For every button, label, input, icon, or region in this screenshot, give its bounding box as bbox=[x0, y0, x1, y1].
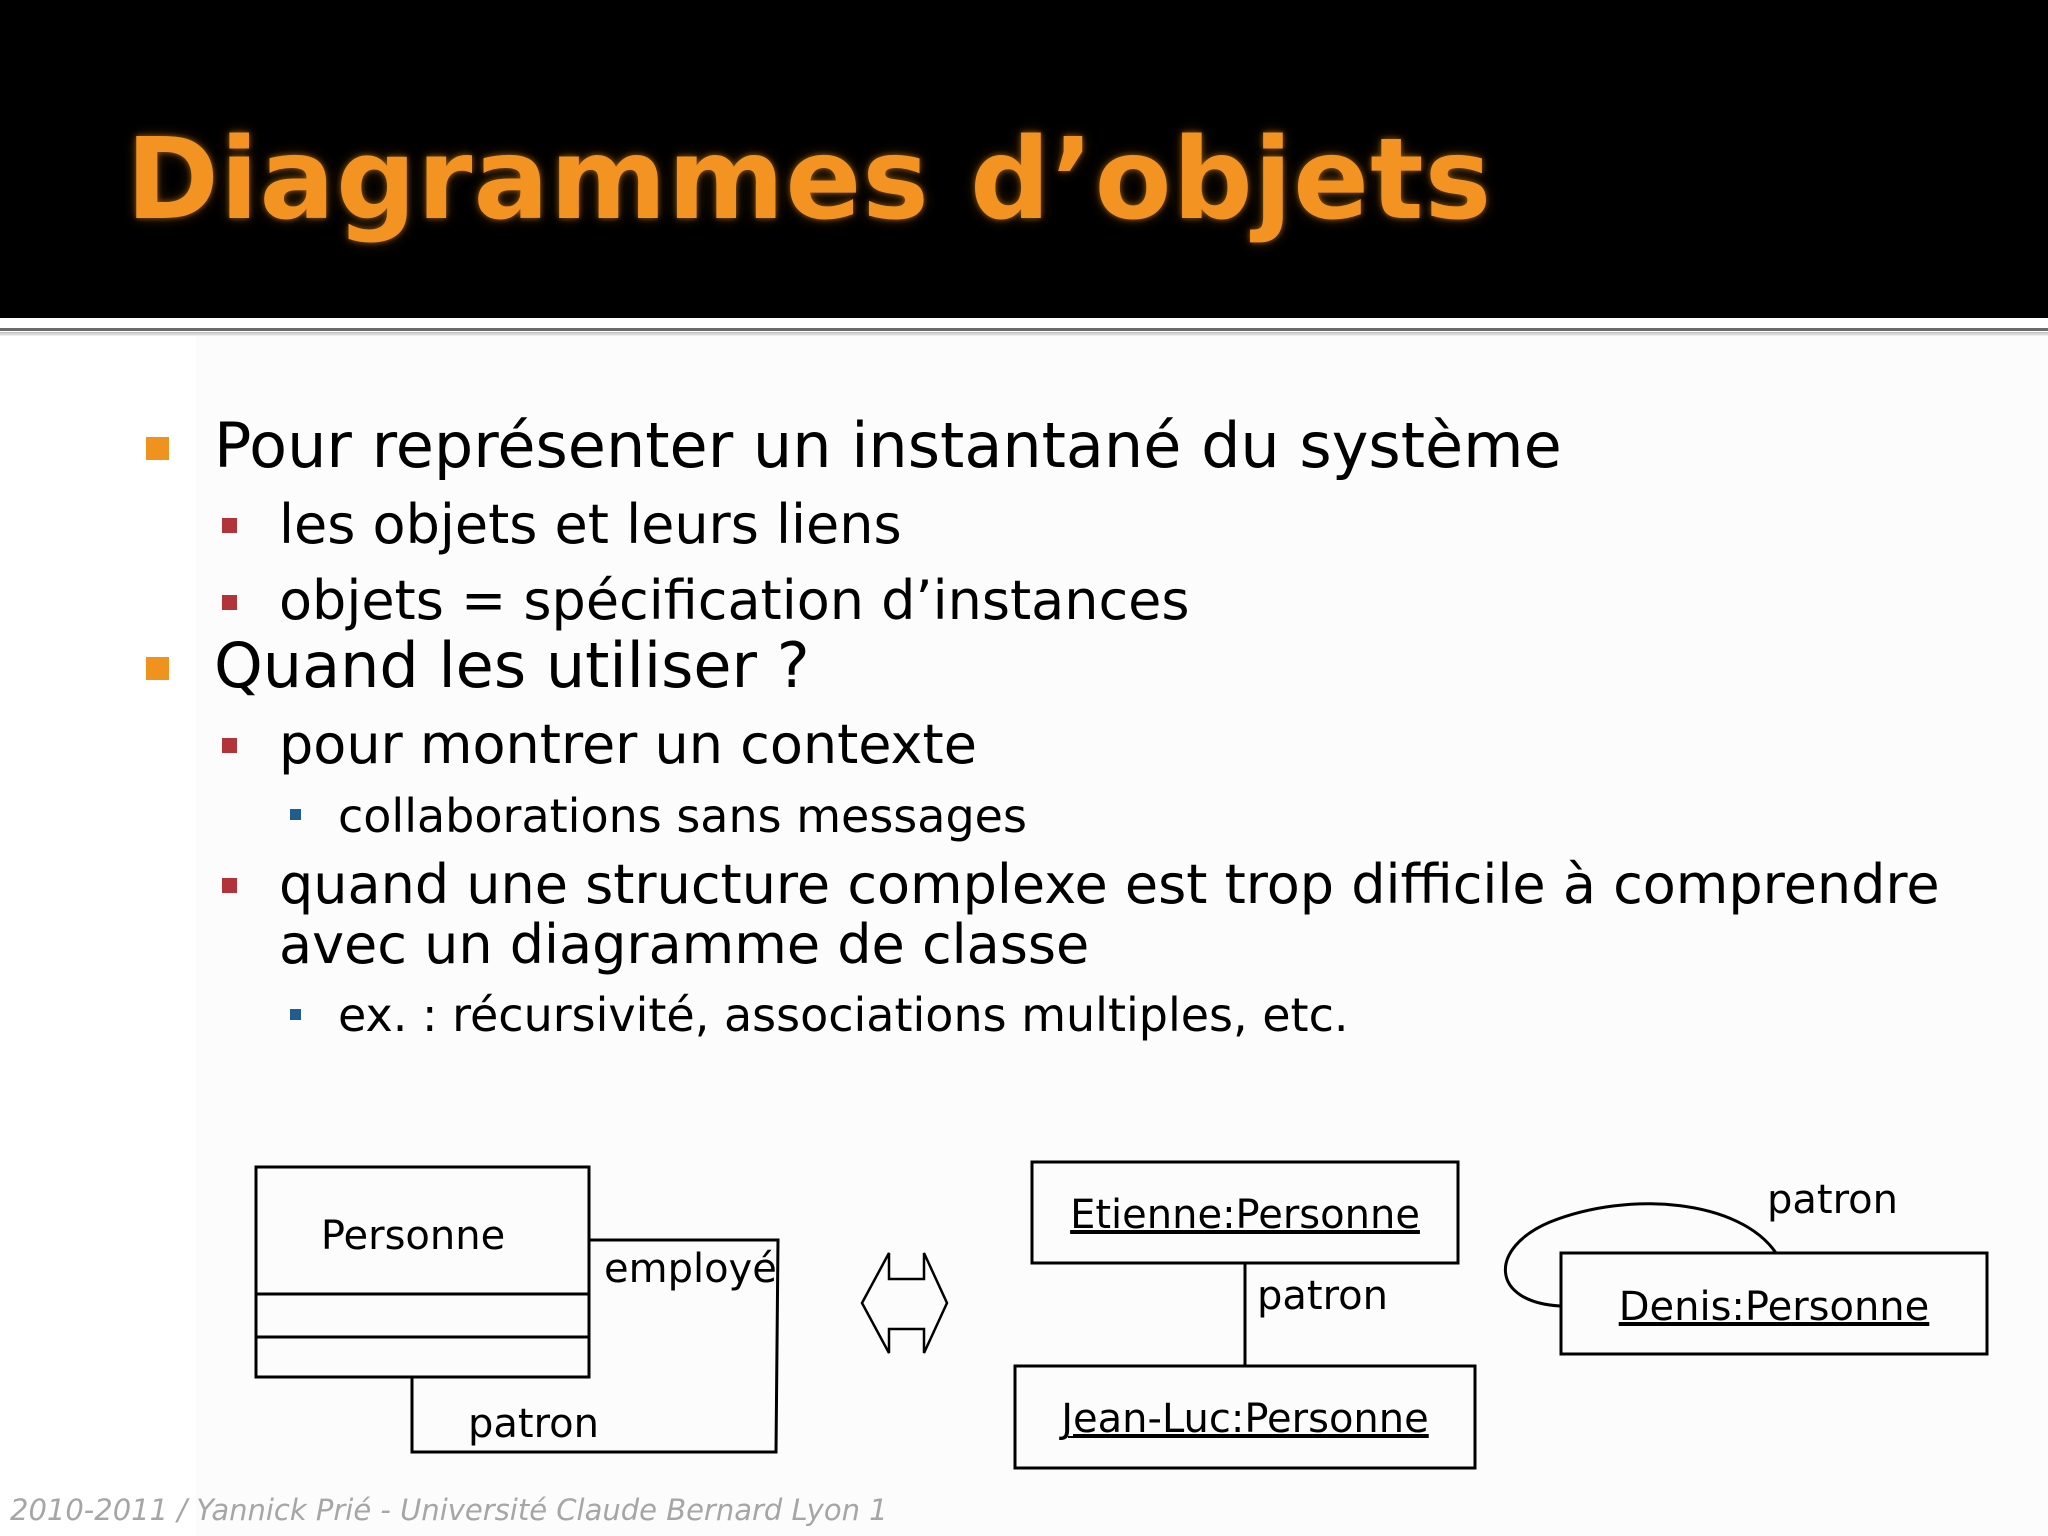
bullet-marker-level3 bbox=[290, 809, 301, 820]
reflexive-association bbox=[410, 1238, 780, 1454]
bullet-examples: ex. : récursivité, associations multiple… bbox=[338, 988, 1349, 1042]
bullet-show-context: pour montrer un contexte bbox=[279, 713, 977, 776]
class-name-label: Personne bbox=[321, 1213, 505, 1259]
bullet-marker-level1 bbox=[146, 437, 169, 460]
object-jeanluc-label: Jean-Luc:Personne bbox=[1058, 1396, 1428, 1442]
title-bar bbox=[0, 0, 2048, 318]
bullet-objects-spec: objets = spécification d’instances bbox=[279, 569, 1190, 632]
object-box-jeanluc bbox=[1013, 1364, 1477, 1470]
object-box-denis bbox=[1559, 1251, 1989, 1356]
equivalence-arrow bbox=[860, 1252, 949, 1354]
bullet-marker-level2 bbox=[222, 518, 237, 533]
bullet-collaborations: collaborations sans messages bbox=[338, 789, 1027, 843]
bullet-marker-level3 bbox=[290, 1009, 301, 1020]
bullet-objects-links: les objets et leurs liens bbox=[279, 493, 902, 556]
slide-title: Diagrammes d’objets bbox=[126, 115, 1493, 245]
bullet-complex-structure-line2: avec un diagramme de classe bbox=[279, 913, 1090, 976]
role-patron-label: patron bbox=[468, 1401, 599, 1447]
object-etienne-label: Etienne:Personne bbox=[1070, 1192, 1420, 1238]
object-denis-label: Denis:Personne bbox=[1619, 1284, 1930, 1330]
role-employe-label: employé bbox=[604, 1246, 777, 1292]
bullet-snapshot: Pour représenter un instantané du systèm… bbox=[214, 409, 1562, 482]
self-link-patron-label: patron bbox=[1767, 1177, 1898, 1223]
bullet-marker-level2 bbox=[222, 878, 237, 893]
title-separator bbox=[0, 328, 2048, 331]
bullet-when-to-use: Quand les utiliser ? bbox=[214, 629, 810, 702]
link-patron-label: patron bbox=[1257, 1273, 1388, 1319]
slide-footer: 2010-2011 / Yannick Prié - Université Cl… bbox=[10, 1493, 888, 1527]
bullet-marker-level1 bbox=[146, 657, 169, 680]
bullet-marker-level2 bbox=[222, 738, 237, 753]
class-box-personne bbox=[254, 1165, 591, 1379]
self-link-loop bbox=[1504, 1202, 1778, 1308]
title-separator-shadow bbox=[0, 332, 2048, 336]
bullet-complex-structure-line1: quand une structure complexe est trop di… bbox=[279, 853, 1940, 916]
bullet-marker-level2 bbox=[222, 595, 237, 610]
